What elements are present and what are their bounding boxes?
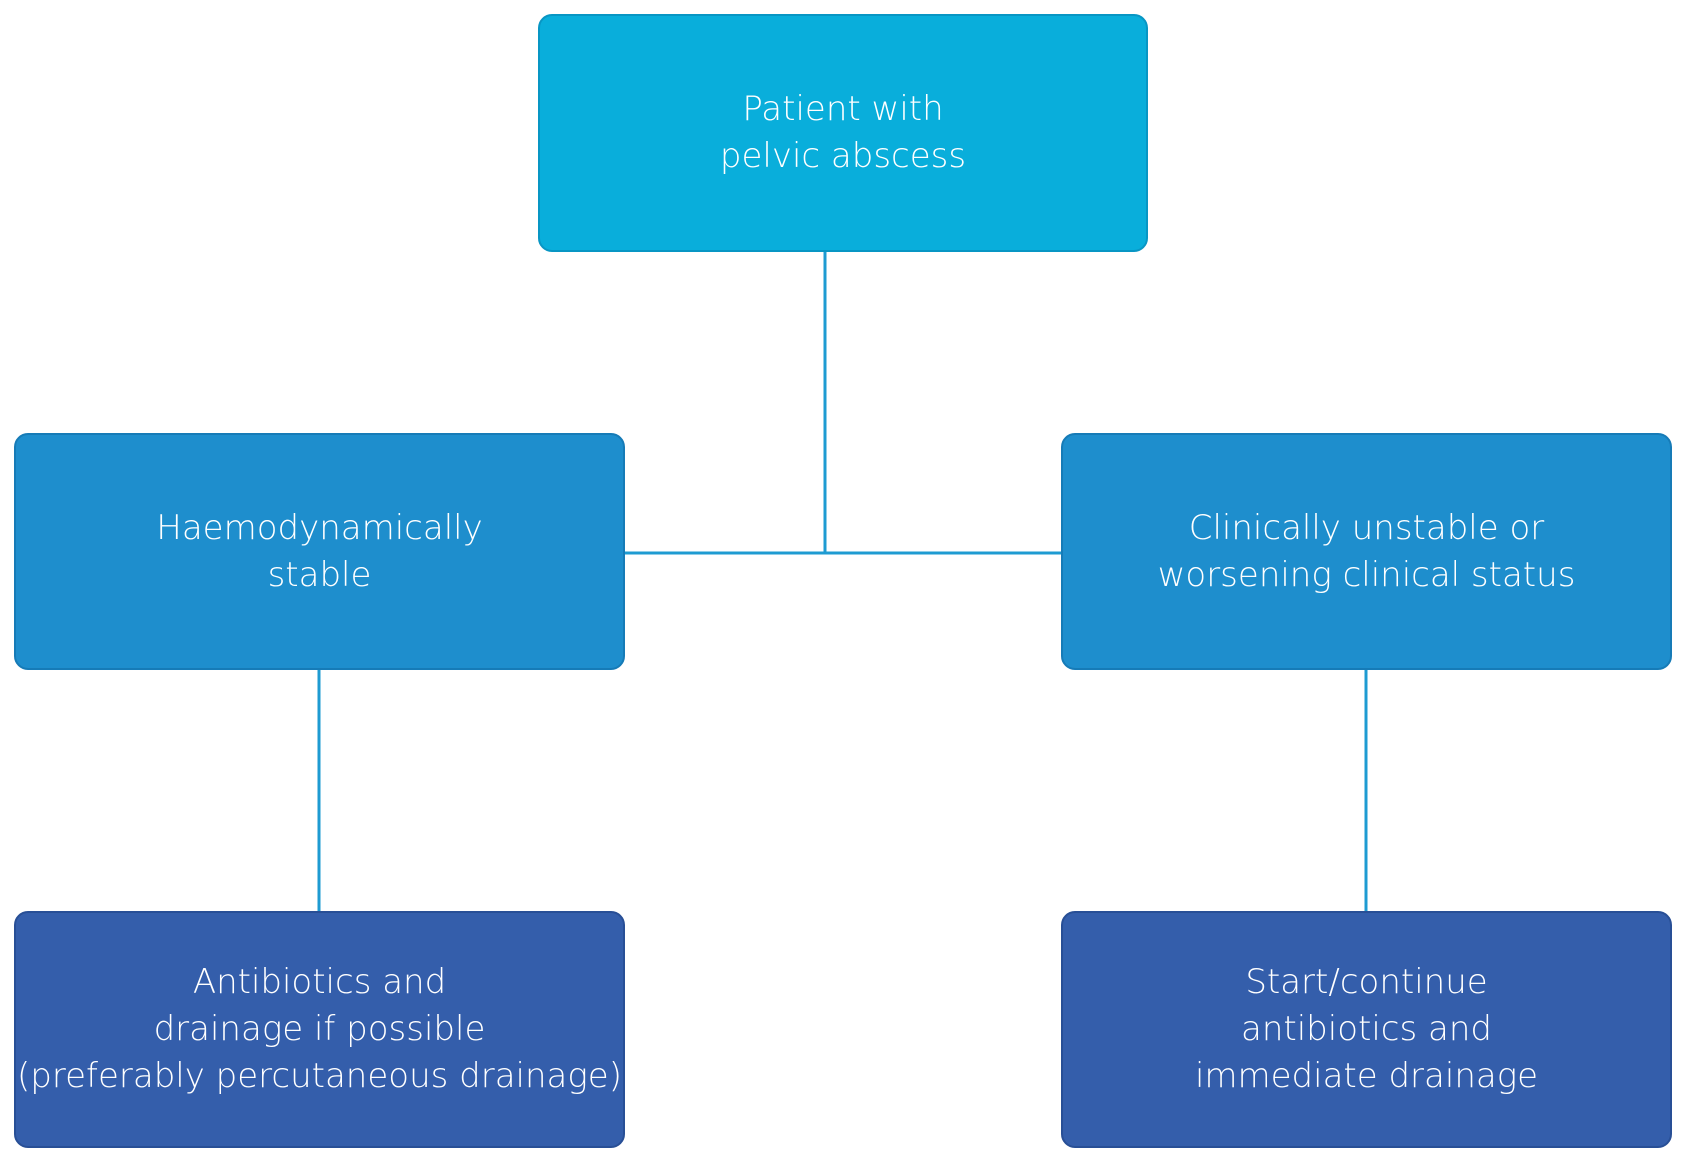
node-stable-action-line-2: drainage if possible <box>153 1009 486 1049</box>
node-unstable-action-line-1: Start/continue <box>1245 962 1488 1002</box>
node-stable-action-line-1: Antibiotics and <box>192 962 447 1002</box>
node-haemodynamically-stable: Haemodynamically stable <box>14 433 625 670</box>
node-clinically-unstable: Clinically unstable or worsening clinica… <box>1061 433 1672 670</box>
node-stable-action-line-3: (preferably percutaneous drainage) <box>17 1056 622 1096</box>
node-unstable-action-line-3: immediate drainage <box>1194 1056 1539 1096</box>
node-root-line-2: pelvic abscess <box>719 136 967 176</box>
node-unstable-line-2: worsening clinical status <box>1157 554 1576 595</box>
node-unstable-line-1: Clinically unstable or <box>1188 507 1545 548</box>
node-unstable-action-line-2: antibiotics and <box>1241 1009 1492 1049</box>
node-antibiotics-and-drainage: Antibiotics and drainage if possible (pr… <box>14 911 625 1148</box>
node-root-line-1: Patient with <box>742 89 944 129</box>
node-stable-line-2: stable <box>267 554 372 595</box>
node-patient-with-pelvic-abscess: Patient with pelvic abscess <box>538 14 1148 252</box>
node-immediate-drainage: Start/continue antibiotics and immediate… <box>1061 911 1672 1148</box>
node-stable-line-1: Haemodynamically <box>156 507 483 548</box>
